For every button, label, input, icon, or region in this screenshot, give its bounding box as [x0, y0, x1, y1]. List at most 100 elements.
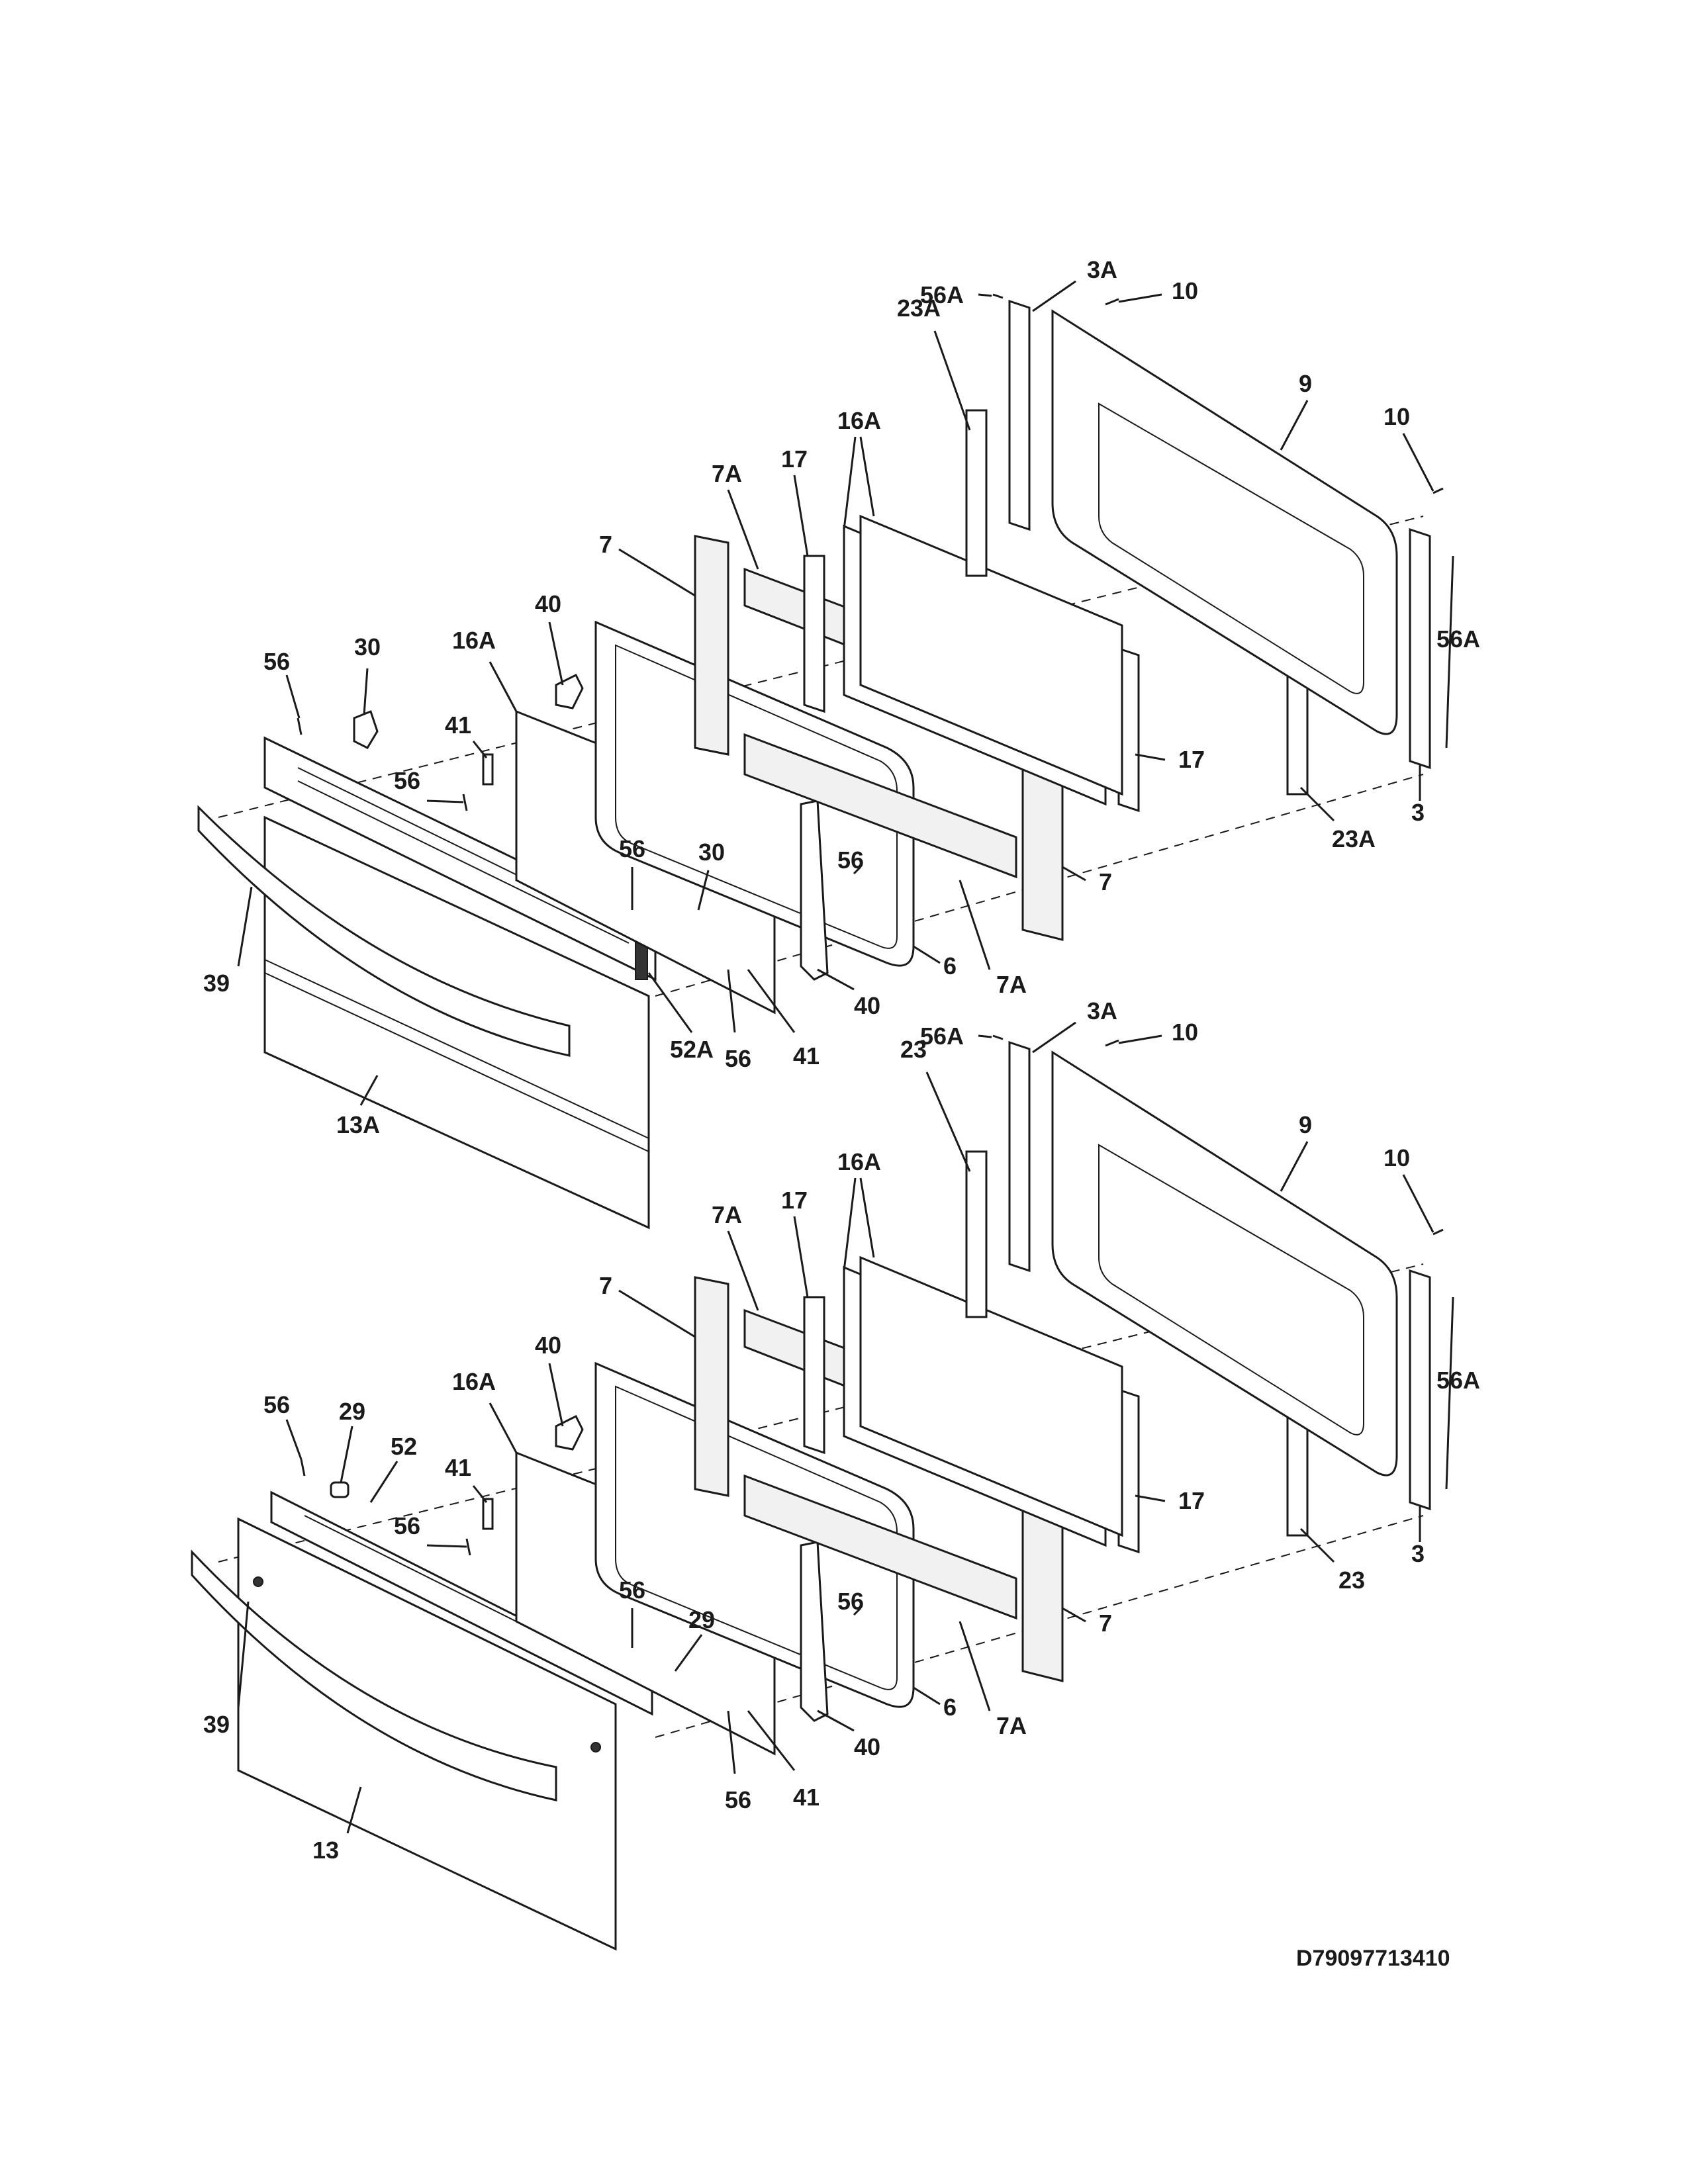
callout-label: 7A [712, 1201, 742, 1228]
callout-label: 3 [1411, 799, 1425, 826]
callout-label: 52A [670, 1036, 714, 1063]
panel-edge [264, 972, 649, 1152]
gasket-strip [803, 1296, 825, 1455]
callout-label: 39 [203, 970, 230, 997]
insulation-strip [743, 733, 1017, 879]
callout-label: 16A [452, 627, 496, 654]
callout-label: 29 [339, 1398, 365, 1425]
callout-label: 40 [854, 1733, 880, 1760]
callout-label: 13 [312, 1837, 339, 1864]
lower-leader-lines [237, 1021, 1454, 1834]
insulation-block [694, 1276, 729, 1497]
door-liner-frame [594, 620, 915, 967]
panel-screw-hole [590, 1742, 601, 1752]
callout-label: 56 [394, 767, 420, 794]
inner-door-frame [1051, 309, 1398, 735]
callout-label: 56 [263, 648, 290, 675]
insulation-strip [743, 1474, 1017, 1620]
callout-label: 7 [599, 531, 612, 558]
callout-label: 30 [354, 633, 381, 660]
inner-door-frame-window [1098, 1144, 1364, 1435]
callout-label: 9 [1299, 370, 1312, 397]
door-handle [191, 1549, 557, 1801]
side-trim [1008, 1040, 1031, 1273]
callout-label: 7 [1099, 1610, 1112, 1637]
callout-label: 17 [1178, 746, 1205, 773]
callout-label: 56A [920, 281, 964, 308]
side-trim [1409, 527, 1431, 770]
callout-label: 10 [1172, 277, 1198, 304]
callout-label: 41 [445, 1454, 471, 1481]
callout-label: 17 [1178, 1487, 1205, 1514]
callout-label: 16A [452, 1368, 496, 1395]
gasket-strip [803, 555, 825, 713]
screw [300, 1459, 306, 1477]
callout-label: 41 [793, 1784, 820, 1811]
screw [297, 717, 303, 735]
hinge-clip [353, 710, 379, 749]
callout-label: 16A [837, 1148, 881, 1175]
upper-callout-labels: 56A 3A 10 23A 9 10 16A 7A 17 7 40 16A 30… [203, 256, 1480, 1138]
screw [992, 293, 1004, 299]
door-handle [197, 805, 571, 1057]
screw [1105, 1039, 1119, 1047]
spacer-bracket [482, 1498, 494, 1530]
callout-label: 7A [712, 460, 742, 487]
outer-door-panel [263, 815, 650, 1230]
panel-edge [264, 959, 649, 1139]
glass-pane [859, 1255, 1123, 1537]
callout-label: 3 [1411, 1540, 1425, 1567]
callout-label: 39 [203, 1711, 230, 1738]
callout-label: 56 [619, 835, 645, 862]
callout-label: 40 [854, 992, 880, 1019]
callout-label: 29 [688, 1606, 715, 1633]
callout-label: 52 [391, 1433, 417, 1460]
callout-label: 10 [1172, 1019, 1198, 1046]
callout-label: 10 [1383, 403, 1410, 430]
callout-label: 40 [535, 1332, 561, 1359]
door-liner-inner-edge [615, 1385, 898, 1690]
callout-label: 56 [837, 1588, 864, 1615]
callout-label: 41 [445, 711, 471, 739]
callout-label: 7 [599, 1272, 612, 1299]
callout-label: 56A [1436, 1367, 1480, 1394]
spacer-bracket [482, 753, 494, 786]
screw [462, 794, 468, 811]
callout-label: 30 [698, 839, 725, 866]
callout-label: 56A [1436, 625, 1480, 653]
callout-label: 56 [725, 1786, 751, 1813]
callout-label: 9 [1299, 1111, 1312, 1138]
glass-pane [859, 514, 1123, 796]
screw [1105, 298, 1119, 306]
inner-door-frame [1051, 1050, 1398, 1477]
callout-label: 40 [535, 590, 561, 617]
callout-label: 7 [1099, 868, 1112, 895]
insulation-block [694, 535, 729, 756]
callout-label: 56 [394, 1512, 420, 1539]
door-hinge [965, 409, 988, 577]
callout-label: 41 [793, 1042, 820, 1069]
callout-label: 17 [781, 1187, 808, 1214]
screw [465, 1538, 471, 1556]
hinge-bracket [555, 673, 584, 709]
door-liner-frame [594, 1361, 915, 1708]
vent-slot [297, 780, 630, 944]
callout-label: 23A [897, 295, 941, 322]
screw [992, 1034, 1004, 1040]
callout-label: 56 [263, 1391, 290, 1418]
callout-label: 23 [900, 1036, 927, 1063]
callout-label: 3A [1087, 256, 1117, 283]
callout-label: 56 [725, 1045, 751, 1072]
callout-label: 17 [781, 445, 808, 473]
side-trim [1008, 299, 1031, 531]
callout-label: 13A [336, 1111, 380, 1138]
callout-label: 56 [837, 846, 864, 874]
lower-callout-labels: 56A 3A 10 23 9 10 16A 7A 17 7 40 16A 56 … [203, 997, 1480, 1864]
upper-leader-lines [237, 280, 1454, 1106]
callout-label: 3A [1087, 997, 1117, 1024]
callout-label: 6 [943, 1694, 957, 1721]
upper-door-assembly: 56A 3A 10 23A 9 10 16A 7A 17 7 40 16A 30… [197, 256, 1480, 1230]
diagram-code: D79097713410 [1296, 1946, 1450, 1971]
inner-door-frame-window [1098, 402, 1364, 694]
